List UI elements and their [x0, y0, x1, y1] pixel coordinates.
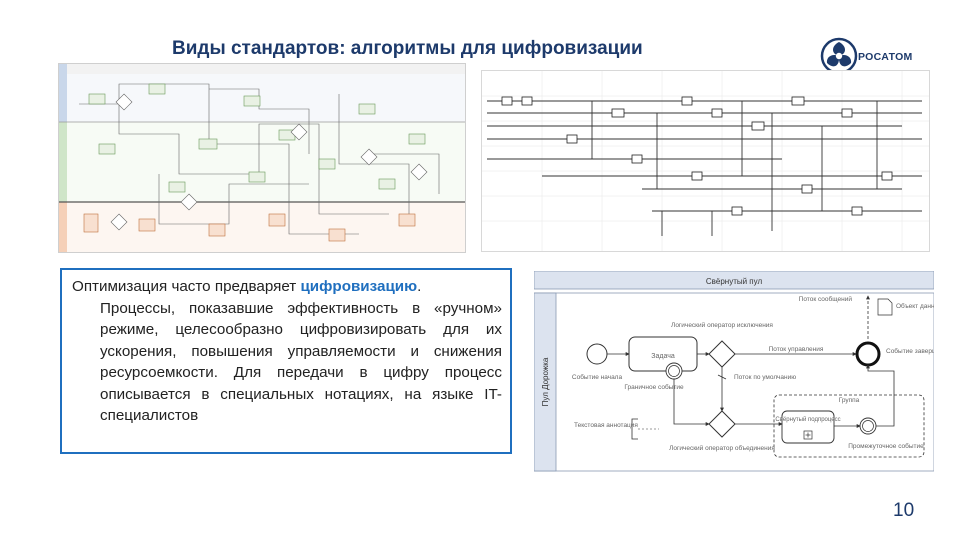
- svg-text:Задача: Задача: [651, 353, 675, 360]
- lane-label: Пул Дорожка: [541, 357, 550, 406]
- svg-text:Событие начала: Событие начала: [572, 373, 623, 381]
- svg-text:Группа: Группа: [839, 397, 860, 404]
- svg-text:Логический оператор исключения: Логический оператор исключения: [671, 321, 773, 329]
- merge-gateway-icon: [708, 410, 736, 438]
- logo-text: РОСАТОМ: [858, 51, 913, 63]
- start-event-icon: [586, 343, 608, 365]
- svg-text:Объект данных: Объект данных: [896, 302, 934, 310]
- svg-text:Поток сообщений: Поток сообщений: [799, 295, 853, 303]
- slide-title: Виды стандартов: алгоритмы для цифровиза…: [172, 38, 643, 59]
- description-textbox: Оптимизация часто предваряет цифровизаци…: [60, 268, 512, 454]
- svg-text:Граничное событие: Граничное событие: [624, 383, 684, 391]
- group-box: [773, 394, 925, 458]
- svg-text:Логический оператор объединени: Логический оператор объединения: [669, 444, 775, 452]
- svg-text:Поток по умолчанию: Поток по умолчанию: [734, 374, 796, 381]
- svg-text:Промежуточное событие: Промежуточное событие: [848, 442, 924, 450]
- description-line1: Оптимизация часто предваряет цифровизаци…: [72, 278, 422, 295]
- collapsed-pool-label: Свёрнутый пул: [706, 277, 763, 286]
- svg-text:Свёрнутый подпроцесс: Свёрнутый подпроцесс: [775, 416, 840, 423]
- text-annotation-bracket: [631, 418, 638, 440]
- collapsed-subprocess-box: [781, 410, 835, 444]
- data-object-icon: [877, 298, 893, 316]
- end-event-icon: [855, 341, 881, 367]
- swimlane-flowchart-thumbnail: [58, 63, 466, 253]
- collapsed-pool: [534, 271, 934, 290]
- svg-text:Событие завершения: Событие завершения: [886, 347, 934, 355]
- description-body: Процессы, показавшие эффективность в «ру…: [100, 299, 502, 425]
- page-number: 10: [893, 500, 915, 521]
- ladder-diagram-thumbnail: [481, 70, 930, 252]
- bpmn-notation-diagram: Свёрнутый пул Пул Дорожка Поток сообщени…: [534, 271, 934, 472]
- pool: [534, 292, 934, 472]
- svg-text:Текстовая аннотация: Текстовая аннотация: [574, 422, 638, 429]
- svg-text:Поток управления: Поток управления: [769, 346, 824, 353]
- highlight-digitalization: цифровизацию: [300, 278, 418, 295]
